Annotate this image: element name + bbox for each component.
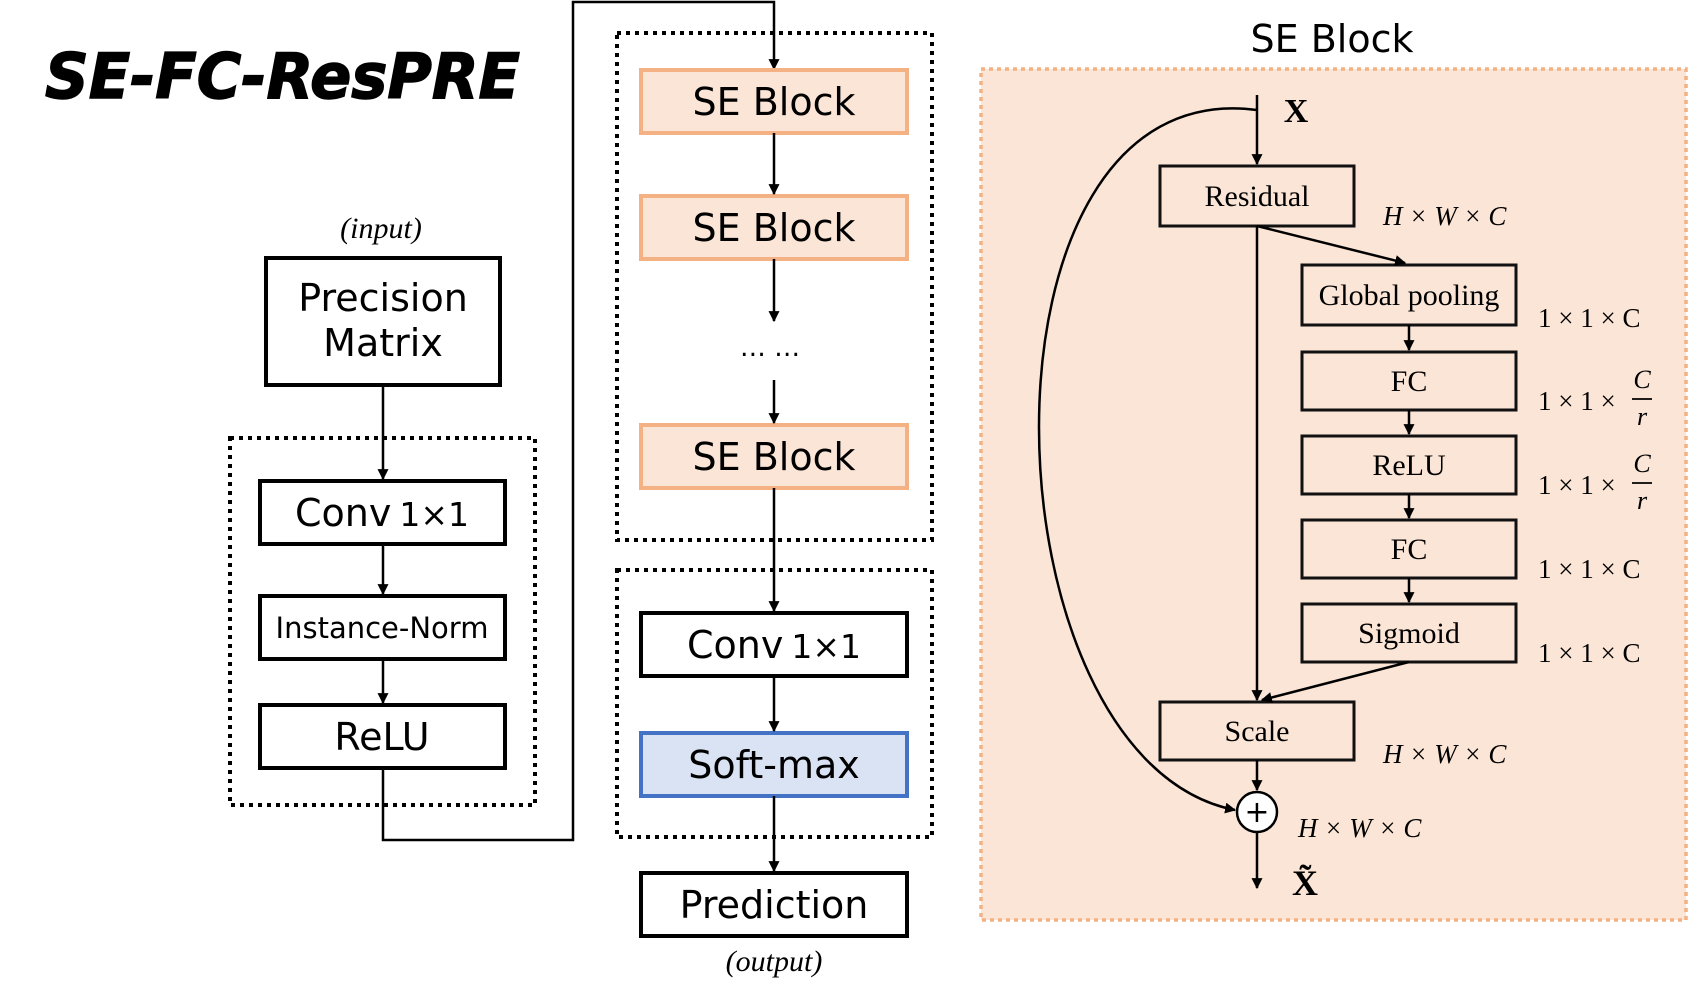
relu-se-label: ReLU — [1372, 449, 1446, 482]
dim-relu-num: C — [1633, 449, 1651, 478]
relu-se-box — [1300, 434, 1518, 496]
relu-left-label: ReLU — [334, 715, 429, 759]
conv-left-box — [258, 479, 507, 546]
input-block-group — [228, 436, 537, 807]
fc-1-label: FC — [1391, 365, 1428, 398]
input-caption: (input) — [340, 212, 422, 245]
se-block-3-label: SE Block — [693, 435, 856, 479]
dim-sigmoid: 1 × 1 × C — [1538, 638, 1640, 668]
se-block-1-label: SE Block — [693, 80, 856, 124]
instance-norm-box — [258, 594, 507, 661]
precision-matrix-line2: Matrix — [323, 321, 443, 365]
se-input-x: X — [1284, 93, 1309, 130]
residual-box — [1158, 164, 1356, 228]
conv-right-box — [639, 611, 909, 678]
arrow-residual-to-pooling — [1256, 224, 1407, 266]
sigmoid-box — [1300, 602, 1518, 664]
diagram-title: SE-FC-ResPRE — [45, 40, 520, 113]
prediction-label: Prediction — [680, 883, 869, 927]
prediction-box — [639, 871, 909, 938]
skip-connection-arrow — [1037, 107, 1258, 814]
sigmoid-label: Sigmoid — [1358, 617, 1460, 650]
dim-scale: H × W × C — [1382, 739, 1507, 769]
dim-residual: H × W × C — [1382, 201, 1507, 231]
instance-norm-label: Instance-Norm — [276, 611, 489, 645]
dim-sum: H × W × C — [1297, 813, 1422, 843]
softmax-label: Soft-max — [688, 743, 859, 787]
dim-global-pooling: 1 × 1 × C — [1538, 303, 1640, 333]
scale-label: Scale — [1225, 715, 1290, 748]
conv-right-kernel: 1×1 — [791, 627, 861, 666]
dim-relu-den: r — [1637, 486, 1648, 515]
se-detail-title: SE Block — [1251, 17, 1414, 61]
dim-fc-1-den: r — [1637, 402, 1648, 431]
scale-box — [1158, 700, 1356, 762]
arrow-sigmoid-to-scale — [1260, 660, 1410, 703]
se-blocks-group — [615, 31, 934, 542]
softmax-box — [639, 731, 909, 798]
output-caption: (output) — [726, 945, 823, 978]
se-block-2-label: SE Block — [693, 206, 856, 250]
connector-left-to-middle — [381, 0, 780, 842]
global-pooling-box — [1300, 263, 1518, 327]
dim-relu-prefix: 1 × 1 × — [1538, 470, 1616, 500]
fc-2-box — [1300, 518, 1518, 580]
fc-1-box — [1300, 350, 1518, 412]
precision-matrix-box — [264, 256, 502, 387]
dim-fc-2: 1 × 1 × C — [1538, 554, 1640, 584]
conv-left-label: Conv — [295, 491, 391, 535]
residual-label: Residual — [1205, 180, 1310, 213]
sum-plus: + — [1244, 795, 1269, 830]
dim-fc-1-num: C — [1633, 365, 1651, 394]
conv-left-kernel: 1×1 — [399, 495, 469, 534]
fc-2-label: FC — [1391, 533, 1428, 566]
ellipsis: … … — [740, 333, 800, 363]
precision-matrix-line1: Precision — [298, 276, 468, 320]
se-output-x-tilde: X̃ — [1292, 863, 1318, 903]
global-pooling-label: Global pooling — [1319, 279, 1500, 312]
conv-right-label: Conv — [687, 623, 783, 667]
dim-fc-1-prefix: 1 × 1 × — [1538, 386, 1616, 416]
